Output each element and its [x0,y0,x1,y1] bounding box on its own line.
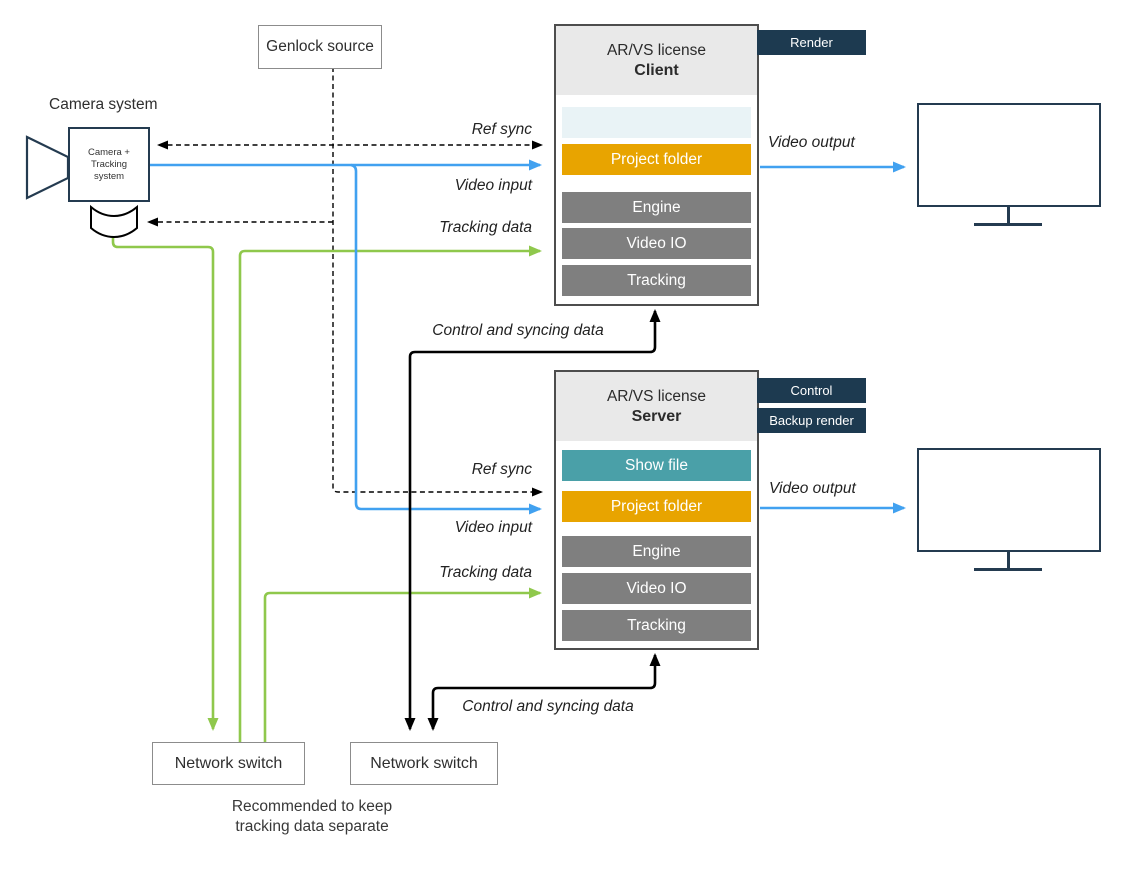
client-control-sync-label: Control and syncing data [432,322,604,339]
server-monitor-icon [917,448,1101,552]
server-control-sync-line [427,653,661,731]
server-module-tracking: Tracking [562,610,751,641]
tracking-note-line1: Recommended to keep [231,798,393,815]
camera-box-line2: Tracking [90,158,128,170]
camera-tracking-box: Camera + Tracking system [68,127,150,202]
client-module-tracking: Tracking [562,265,751,296]
switch-to-server-tracking-line [263,587,542,742]
client-module-engine: Engine [562,192,751,223]
client-ref-sync-label: Ref sync [471,121,532,138]
server-video-output-label: Video output [769,480,856,497]
server-module-project-folder: Project folder [562,491,751,522]
server-backup-render-tag: Backup render [757,408,866,433]
camera-lens-icon [25,135,70,200]
client-unit-box: AR/VS license Client Project folder Engi… [554,24,759,306]
server-control-sync-label: Control and syncing data [462,698,634,715]
network-switch-left-box: Network switch [152,742,305,785]
client-monitor-base [974,223,1042,226]
server-ref-sync-label: Ref sync [471,461,532,478]
client-video-output-label: Video output [768,134,855,151]
tracking-sensor-icon [90,204,138,238]
server-module-show-file: Show file [562,450,751,481]
server-monitor-base [974,568,1042,571]
tracking-note-line2: tracking data separate [235,818,389,835]
server-video-input-label: Video input [454,519,532,536]
client-monitor-stand [1007,207,1010,224]
client-control-sync-line [404,309,661,731]
genlock-source-label: Genlock source [266,38,374,55]
client-license-label: AR/VS license [606,41,707,59]
genlock-to-server-ref-sync-line [332,67,543,497]
tracking-note: Recommended to keep tracking data separa… [212,797,412,837]
server-role-label: Server [631,407,682,425]
client-tracking-data-label: Tracking data [439,219,532,236]
client-role-label: Client [634,61,679,79]
client-video-input-label: Video input [454,177,532,194]
client-module-project-folder: Project folder [562,144,751,175]
server-control-tag: Control [757,378,866,403]
switch-to-client-tracking-line [238,245,542,742]
tracking-sensor-to-switch-line [111,236,219,731]
camera-to-server-video-line [350,163,542,515]
server-header: AR/VS license Server [556,372,757,441]
network-switch-left-label: Network switch [174,754,283,772]
camera-system-title: Camera system [49,96,158,113]
server-license-label: AR/VS license [606,387,707,405]
server-tracking-data-label: Tracking data [439,564,532,581]
server-unit-box: AR/VS license Server Show file Project f… [554,370,759,650]
client-monitor-icon [917,103,1101,207]
server-module-engine: Engine [562,536,751,567]
client-module-video-io: Video IO [562,228,751,259]
client-render-tag: Render [757,30,866,55]
server-monitor-stand [1007,552,1010,569]
server-module-video-io: Video IO [562,573,751,604]
network-switch-right-box: Network switch [350,742,498,785]
camera-box-line1: Camera + [88,146,130,158]
camera-box-line3: system [93,170,125,182]
genlock-source-box: Genlock source [258,25,382,69]
network-switch-right-label: Network switch [370,754,478,772]
client-header: AR/VS license Client [556,26,757,95]
client-show-file-slot-empty [562,107,751,138]
